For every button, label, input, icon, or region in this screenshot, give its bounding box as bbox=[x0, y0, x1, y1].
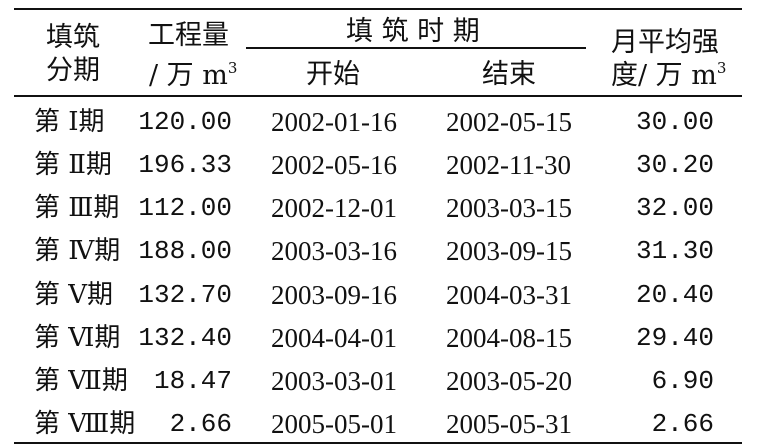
bottom-rule bbox=[14, 442, 742, 444]
header-monthly-line1: 月平均强 bbox=[611, 27, 719, 58]
header-phase-line1: 填筑 bbox=[46, 22, 100, 53]
cell-monthly: 20.40 bbox=[635, 280, 714, 310]
cell-end-date: 2003-05-20 bbox=[446, 366, 572, 396]
header-bottom-rule bbox=[14, 95, 742, 97]
cell-phase: 第 Ⅷ期 bbox=[34, 409, 136, 439]
header-end: 结束 bbox=[482, 59, 536, 90]
cell-phase: 第 Ⅱ期 bbox=[34, 150, 112, 180]
cell-phase: 第 Ⅴ期 bbox=[34, 280, 114, 310]
cell-volume: 120.00 bbox=[138, 107, 232, 137]
cell-end-date: 2002-05-15 bbox=[446, 107, 572, 137]
cell-volume: 112.00 bbox=[138, 193, 232, 223]
cell-monthly: 6.90 bbox=[651, 366, 714, 396]
cell-phase: 第 Ⅲ期 bbox=[34, 193, 120, 223]
header-monthly-unit-text: 度/ 万 m bbox=[611, 60, 717, 91]
cell-phase: 第 Ⅵ期 bbox=[34, 323, 121, 353]
cell-end-date: 2004-08-15 bbox=[446, 323, 572, 353]
cell-start-date: 2002-01-16 bbox=[271, 107, 397, 137]
cell-phase: 第 Ⅶ期 bbox=[34, 366, 128, 396]
header-fill-period: 填 筑 时 期 bbox=[346, 16, 480, 47]
cell-end-date: 2003-03-15 bbox=[446, 193, 572, 223]
group-underline bbox=[246, 47, 586, 49]
cell-start-date: 2005-05-01 bbox=[271, 409, 397, 439]
header-volume-line1: 工程量 bbox=[148, 20, 229, 51]
header-volume-unit-text: / 万 m bbox=[149, 60, 228, 91]
cell-volume: 2.66 bbox=[169, 409, 232, 439]
cell-phase: 第 Ⅰ期 bbox=[34, 107, 105, 137]
cell-monthly: 32.00 bbox=[635, 193, 714, 223]
cell-start-date: 2003-03-01 bbox=[271, 366, 397, 396]
cell-start-date: 2002-05-16 bbox=[271, 150, 397, 180]
cell-start-date: 2003-09-16 bbox=[271, 280, 397, 310]
cell-start-date: 2004-04-01 bbox=[271, 323, 397, 353]
cell-start-date: 2003-03-16 bbox=[271, 236, 397, 266]
cell-monthly: 30.20 bbox=[635, 150, 714, 180]
cell-phase: 第 Ⅳ期 bbox=[34, 236, 121, 266]
cell-monthly: 2.66 bbox=[651, 409, 714, 439]
cell-end-date: 2003-09-15 bbox=[446, 236, 572, 266]
cell-monthly: 29.40 bbox=[635, 323, 714, 353]
cell-volume: 188.00 bbox=[138, 236, 232, 266]
header-monthly-unit-sup: 3 bbox=[716, 59, 727, 77]
cell-end-date: 2005-05-31 bbox=[446, 409, 572, 439]
header-volume-unit-sup: 3 bbox=[227, 59, 238, 77]
cell-end-date: 2002-11-30 bbox=[446, 150, 571, 180]
cell-start-date: 2002-12-01 bbox=[271, 193, 397, 223]
header-start: 开始 bbox=[306, 59, 360, 90]
cell-volume: 132.70 bbox=[138, 280, 232, 310]
cell-volume: 132.40 bbox=[138, 323, 232, 353]
header-phase-line2: 分期 bbox=[46, 55, 100, 86]
header-monthly-unit: 度/ 万 m3 bbox=[611, 59, 727, 91]
header-volume-unit: / 万 m3 bbox=[149, 59, 238, 91]
cell-volume: 196.33 bbox=[138, 150, 232, 180]
cell-volume: 18.47 bbox=[153, 366, 232, 396]
top-rule bbox=[14, 8, 742, 10]
cell-monthly: 30.00 bbox=[635, 107, 714, 137]
cell-end-date: 2004-03-31 bbox=[446, 280, 572, 310]
cell-monthly: 31.30 bbox=[635, 236, 714, 266]
